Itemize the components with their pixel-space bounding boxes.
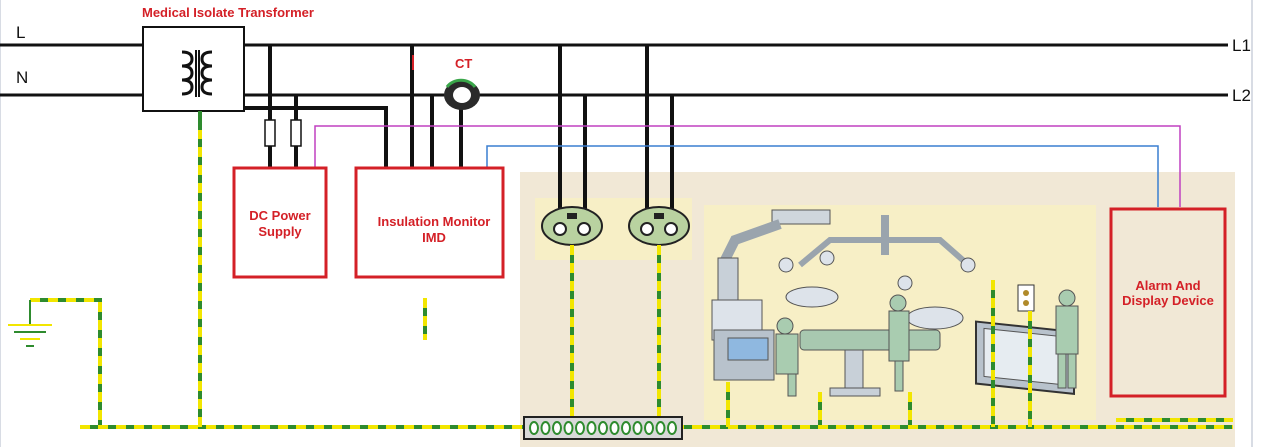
bonding-terminal — [563, 421, 574, 435]
bonding-terminal — [552, 421, 562, 435]
imd-label-2: IMD — [422, 230, 446, 245]
operating-room-illustration — [711, 209, 1079, 397]
equipotential-bonding-bar — [523, 416, 683, 440]
bonding-terminal — [655, 421, 666, 435]
isolation-transformer — [142, 26, 245, 112]
output-bus-lines — [244, 43, 1228, 97]
bonding-terminal — [644, 421, 654, 435]
line-label-l1: L1 — [1232, 36, 1251, 55]
alarm-label-2: Display Device — [1122, 293, 1214, 308]
insulation-monitor-box — [354, 166, 505, 279]
bonding-terminal — [529, 421, 539, 435]
fuse-2 — [290, 119, 302, 147]
dc-power-supply-box — [232, 166, 328, 279]
line-label-n: N — [16, 68, 28, 87]
bonding-terminal — [667, 421, 677, 435]
ground-symbol — [8, 300, 52, 347]
ct-label: CT — [455, 56, 472, 71]
fuse-1 — [264, 119, 276, 147]
current-transformer — [444, 78, 480, 110]
dc-power-label-1: DC Power — [249, 208, 310, 223]
alarm-label-1: Alarm And — [1135, 278, 1200, 293]
transformer-label: Medical Isolate Transformer — [142, 5, 314, 20]
line-label-l: L — [16, 23, 25, 42]
signal-line-magenta — [314, 125, 1181, 207]
input-bus-lines — [0, 43, 143, 97]
bonding-terminal — [586, 421, 597, 435]
bonding-terminal — [621, 421, 631, 435]
signal-line-blue — [486, 145, 1159, 207]
bonding-terminal — [632, 421, 643, 435]
socket-feeds — [558, 45, 674, 212]
bonding-terminal — [540, 421, 551, 435]
outlet-socket-2 — [628, 206, 690, 246]
line-label-l2: L2 — [1232, 86, 1251, 105]
dc-power-label-2: Supply — [258, 224, 302, 239]
outlet-socket-1 — [541, 206, 603, 246]
bonding-terminal — [609, 421, 620, 435]
alarm-display-box — [1109, 207, 1227, 398]
bonding-terminal — [598, 421, 608, 435]
bonding-terminal — [575, 421, 585, 435]
imd-feed — [244, 45, 463, 168]
imd-label-1: Insulation Monitor — [378, 214, 491, 229]
